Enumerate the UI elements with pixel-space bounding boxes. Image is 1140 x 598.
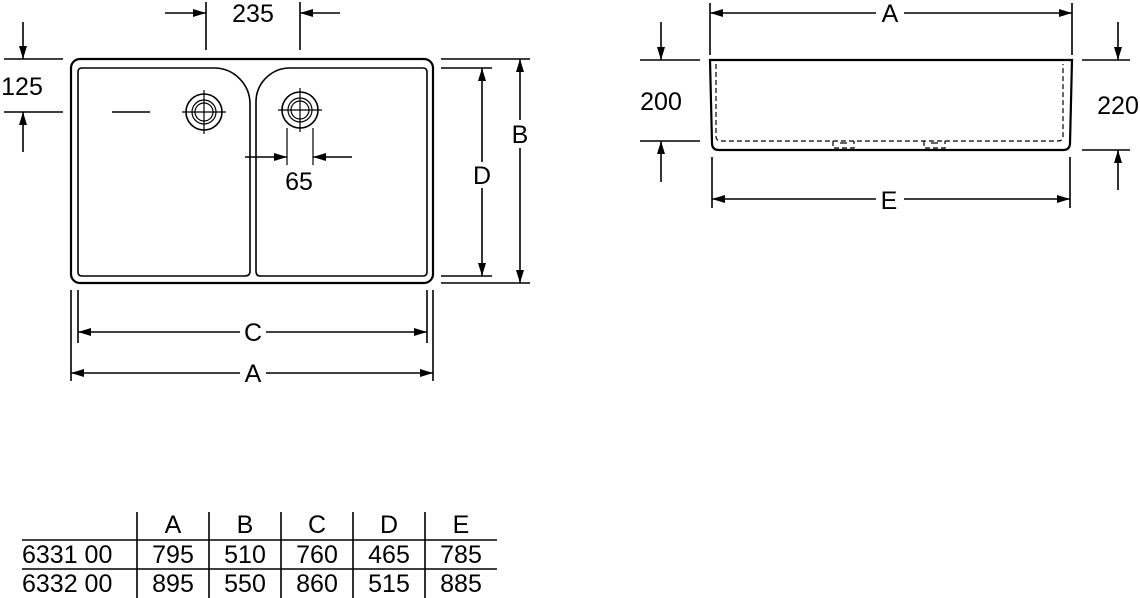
dim-outer-width: A (70, 290, 434, 388)
dim-label-a-side: A (882, 0, 899, 28)
dim-side-width-bottom: E (711, 157, 1071, 215)
table-cell: 515 (368, 570, 410, 598)
dim-front-offset: 125 (1, 22, 63, 152)
side-drain-stub-right (923, 141, 946, 149)
table-cell: 895 (152, 570, 194, 598)
sink-outer-outline (69, 57, 435, 285)
dim-side-width-top: A (709, 0, 1073, 55)
dim-label-c: C (244, 319, 262, 347)
left-bowl-outline (77, 67, 251, 277)
table-cell: 795 (152, 541, 194, 569)
sink-side-outline (708, 58, 1074, 152)
dim-label-235: 235 (232, 0, 274, 28)
dim-side-height-left: 200 (640, 22, 700, 182)
table-cell: 550 (224, 570, 266, 598)
dim-label-125: 125 (1, 73, 43, 101)
table-cell: 465 (368, 541, 410, 569)
left-drain-icon (182, 90, 226, 134)
table-cell: 860 (296, 570, 338, 598)
dim-label-65: 65 (285, 168, 313, 196)
table-cell: 885 (440, 570, 482, 598)
dim-label-e: E (881, 187, 898, 215)
top-view: 235 125 65 (1, 0, 532, 388)
table-cell-model: 6331 00 (22, 541, 112, 569)
table-header-a: A (165, 511, 182, 539)
dim-label-a-top: A (245, 360, 262, 388)
dim-drain-offset: 65 (245, 128, 352, 196)
dim-label-220: 220 (1097, 92, 1139, 120)
dim-inner-width: C (77, 290, 428, 347)
dim-label-b: B (512, 121, 529, 149)
dim-inner-depth: D (441, 67, 494, 277)
right-bowl-outline (255, 67, 428, 277)
table-cell: 785 (440, 541, 482, 569)
side-view: A 200 220 (640, 0, 1139, 215)
table-cell-model: 6332 00 (22, 570, 112, 598)
right-drain-icon (278, 88, 322, 132)
table-header-e: E (453, 511, 470, 539)
dim-label-200: 200 (640, 88, 682, 116)
table-header-b: B (237, 511, 254, 539)
table-header-d: D (380, 511, 398, 539)
dim-tap-spacing: 235 (165, 0, 340, 50)
dim-side-height-right: 220 (1082, 22, 1139, 190)
table-cell: 510 (224, 541, 266, 569)
hidden-bowl-line (715, 64, 1064, 142)
table-header-c: C (308, 511, 326, 539)
side-drain-stub-left (832, 141, 855, 149)
table-cell: 760 (296, 541, 338, 569)
dim-outer-depth: B (441, 58, 532, 284)
dim-label-d: D (473, 162, 491, 190)
dimension-table: A B C D E 6331 00 795 510 760 465 785 63… (22, 511, 497, 598)
